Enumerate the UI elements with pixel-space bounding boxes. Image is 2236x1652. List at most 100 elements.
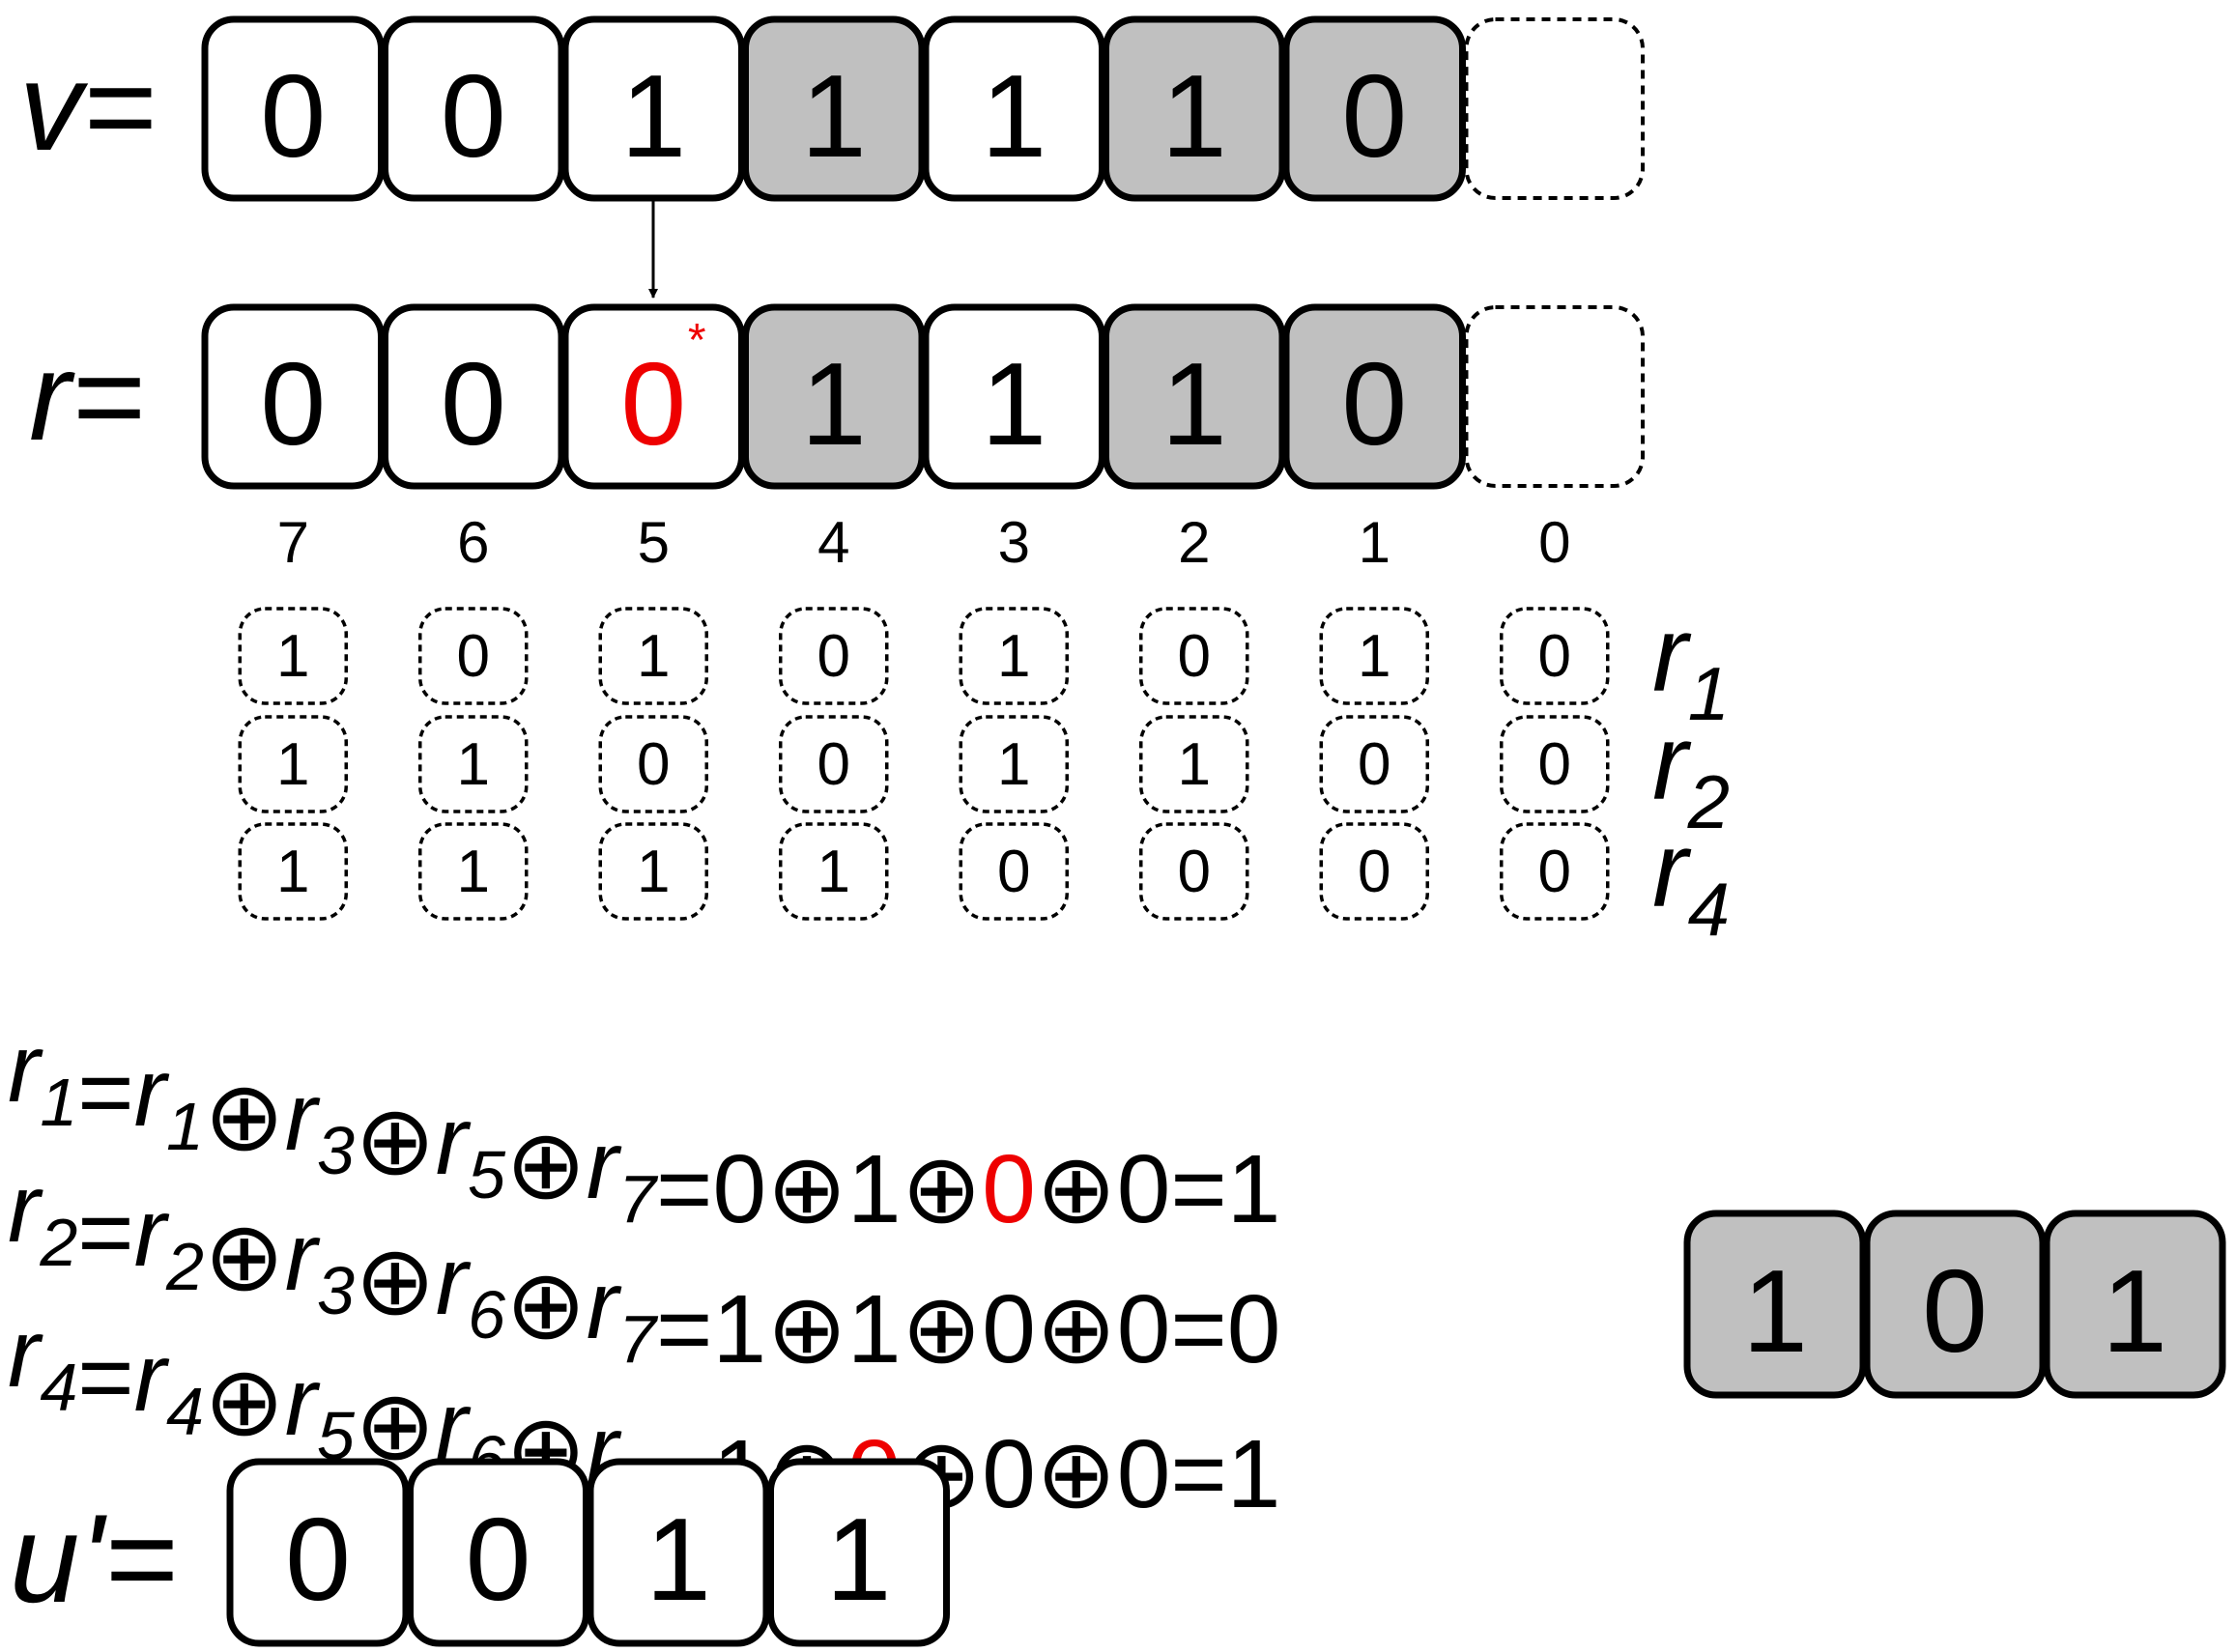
u-cell: 0	[407, 1458, 589, 1647]
mask-bit-value: 1	[997, 731, 1030, 798]
v-bit-value: 0	[260, 50, 326, 182]
r-cell	[1464, 305, 1645, 488]
v-bit-value: 0	[1341, 50, 1407, 182]
mask-bit-value: 1	[637, 623, 670, 690]
r-bit-value: 0	[441, 338, 506, 470]
mask-bit-value: 1	[1178, 731, 1211, 798]
u-bit-value: 0	[466, 1494, 531, 1625]
bit-position-label: 7	[277, 510, 309, 575]
mask-bit-value: 1	[817, 839, 850, 905]
bit-position-label: 6	[457, 510, 489, 575]
r-cell: 0	[201, 303, 385, 490]
r-cell: 0*	[561, 303, 745, 490]
mask-label-r4: r4	[1652, 811, 1730, 952]
mask-bit-value: 1	[276, 839, 309, 905]
parity-equations: r1=r1⊕r3⊕r5⊕r7=0⊕1⊕0⊕0=1r2=r2⊕r3⊕r6⊕r7=1…	[8, 1014, 1280, 1528]
bit-position-label: 5	[638, 510, 670, 575]
mask-bit-value: 1	[276, 623, 309, 690]
bit-position-label: 1	[1359, 510, 1390, 575]
v-cell: 0	[201, 15, 385, 202]
mask-bit-box	[779, 607, 889, 705]
r-cell: 1	[922, 303, 1105, 490]
bit-position-label: 2	[1178, 510, 1210, 575]
r-cell: 1	[1103, 303, 1286, 490]
mask-bit-value: 1	[1358, 623, 1390, 690]
r-bit-value: 1	[981, 338, 1046, 470]
v-bit-value: 1	[981, 50, 1046, 182]
mask-bit-value: 0	[817, 731, 850, 798]
mask-bit-value: 0	[1358, 731, 1390, 798]
v-bit-value: 1	[620, 50, 686, 182]
bit-position-label: 3	[998, 510, 1030, 575]
mask-bit-value: 0	[1178, 839, 1211, 905]
mask-bit-box	[598, 822, 708, 921]
mask-bit-value: 0	[1358, 839, 1390, 905]
v-row-label: v=	[19, 36, 156, 177]
u-bit-value: 0	[285, 1494, 351, 1625]
v-bit-value: 1	[801, 50, 867, 182]
r-cell: 0	[382, 303, 565, 490]
v-cell: 0	[382, 15, 565, 202]
v-cell: 0	[1282, 15, 1466, 202]
mask-bit-box	[959, 715, 1069, 813]
r-bit-value: 0	[1341, 338, 1407, 470]
mask-label-r2: r2	[1652, 703, 1730, 844]
u-cell: 1	[767, 1458, 950, 1647]
r-cell: 0	[1282, 303, 1466, 490]
mask-bit-box	[418, 822, 529, 921]
u-cell: 1	[587, 1458, 770, 1647]
mask-bit-box	[238, 607, 348, 705]
u-bit-value: 1	[826, 1494, 892, 1625]
mask-bit-box	[598, 607, 708, 705]
mask-bit-value: 0	[637, 731, 670, 798]
v-cell	[1464, 17, 1645, 200]
r-bit-value: 0	[620, 338, 686, 470]
flipped-bit-marker: *	[688, 315, 706, 366]
syndrome-bit-value: 0	[1922, 1245, 1988, 1377]
mask-bit-value: 1	[637, 839, 670, 905]
mask-bit-box	[1319, 822, 1429, 921]
v-cell: 1	[742, 15, 926, 202]
mask-bit-box	[238, 822, 348, 921]
mask-bit-box	[418, 607, 529, 705]
parity-equation-r1: r1=r1⊕r3⊕r5⊕r7=0⊕1⊕0⊕0=1	[8, 1014, 1280, 1243]
mask-bit-value: 1	[457, 839, 490, 905]
mask-bit-box	[598, 715, 708, 813]
mask-label-r1: r1	[1652, 595, 1730, 736]
mask-bit-box	[1319, 607, 1429, 705]
mask-bit-value: 1	[276, 731, 309, 798]
mask-bit-value: 0	[1538, 731, 1571, 798]
v-bit-value: 1	[1161, 50, 1227, 182]
u-bit-value: 1	[645, 1494, 711, 1625]
mask-bit-value: 0	[1538, 623, 1571, 690]
mask-bit-box	[779, 822, 889, 921]
r-bit-value: 1	[1161, 338, 1227, 470]
syndrome-bit-value: 1	[2102, 1245, 2167, 1377]
parity-equation-r2: r2=r2⊕r3⊕r6⊕r7=1⊕1⊕0⊕0=0	[8, 1154, 1280, 1383]
syndrome-cell: 1	[2043, 1210, 2226, 1399]
mask-bit-box	[1500, 715, 1610, 813]
syndrome-cell: 1	[1683, 1210, 1867, 1399]
mask-bit-box	[1139, 715, 1249, 813]
mask-bit-box	[1139, 822, 1249, 921]
v-bit-value: 0	[441, 50, 506, 182]
mask-bit-value: 1	[997, 623, 1030, 690]
u-cell: 0	[226, 1458, 410, 1647]
r-row-label: r=	[29, 326, 144, 467]
mask-bit-box	[959, 607, 1069, 705]
mask-bit-box	[779, 715, 889, 813]
mask-bit-box	[238, 715, 348, 813]
r-bit-value: 0	[260, 338, 326, 470]
mask-bit-box	[418, 715, 529, 813]
mask-bit-box	[1319, 715, 1429, 813]
